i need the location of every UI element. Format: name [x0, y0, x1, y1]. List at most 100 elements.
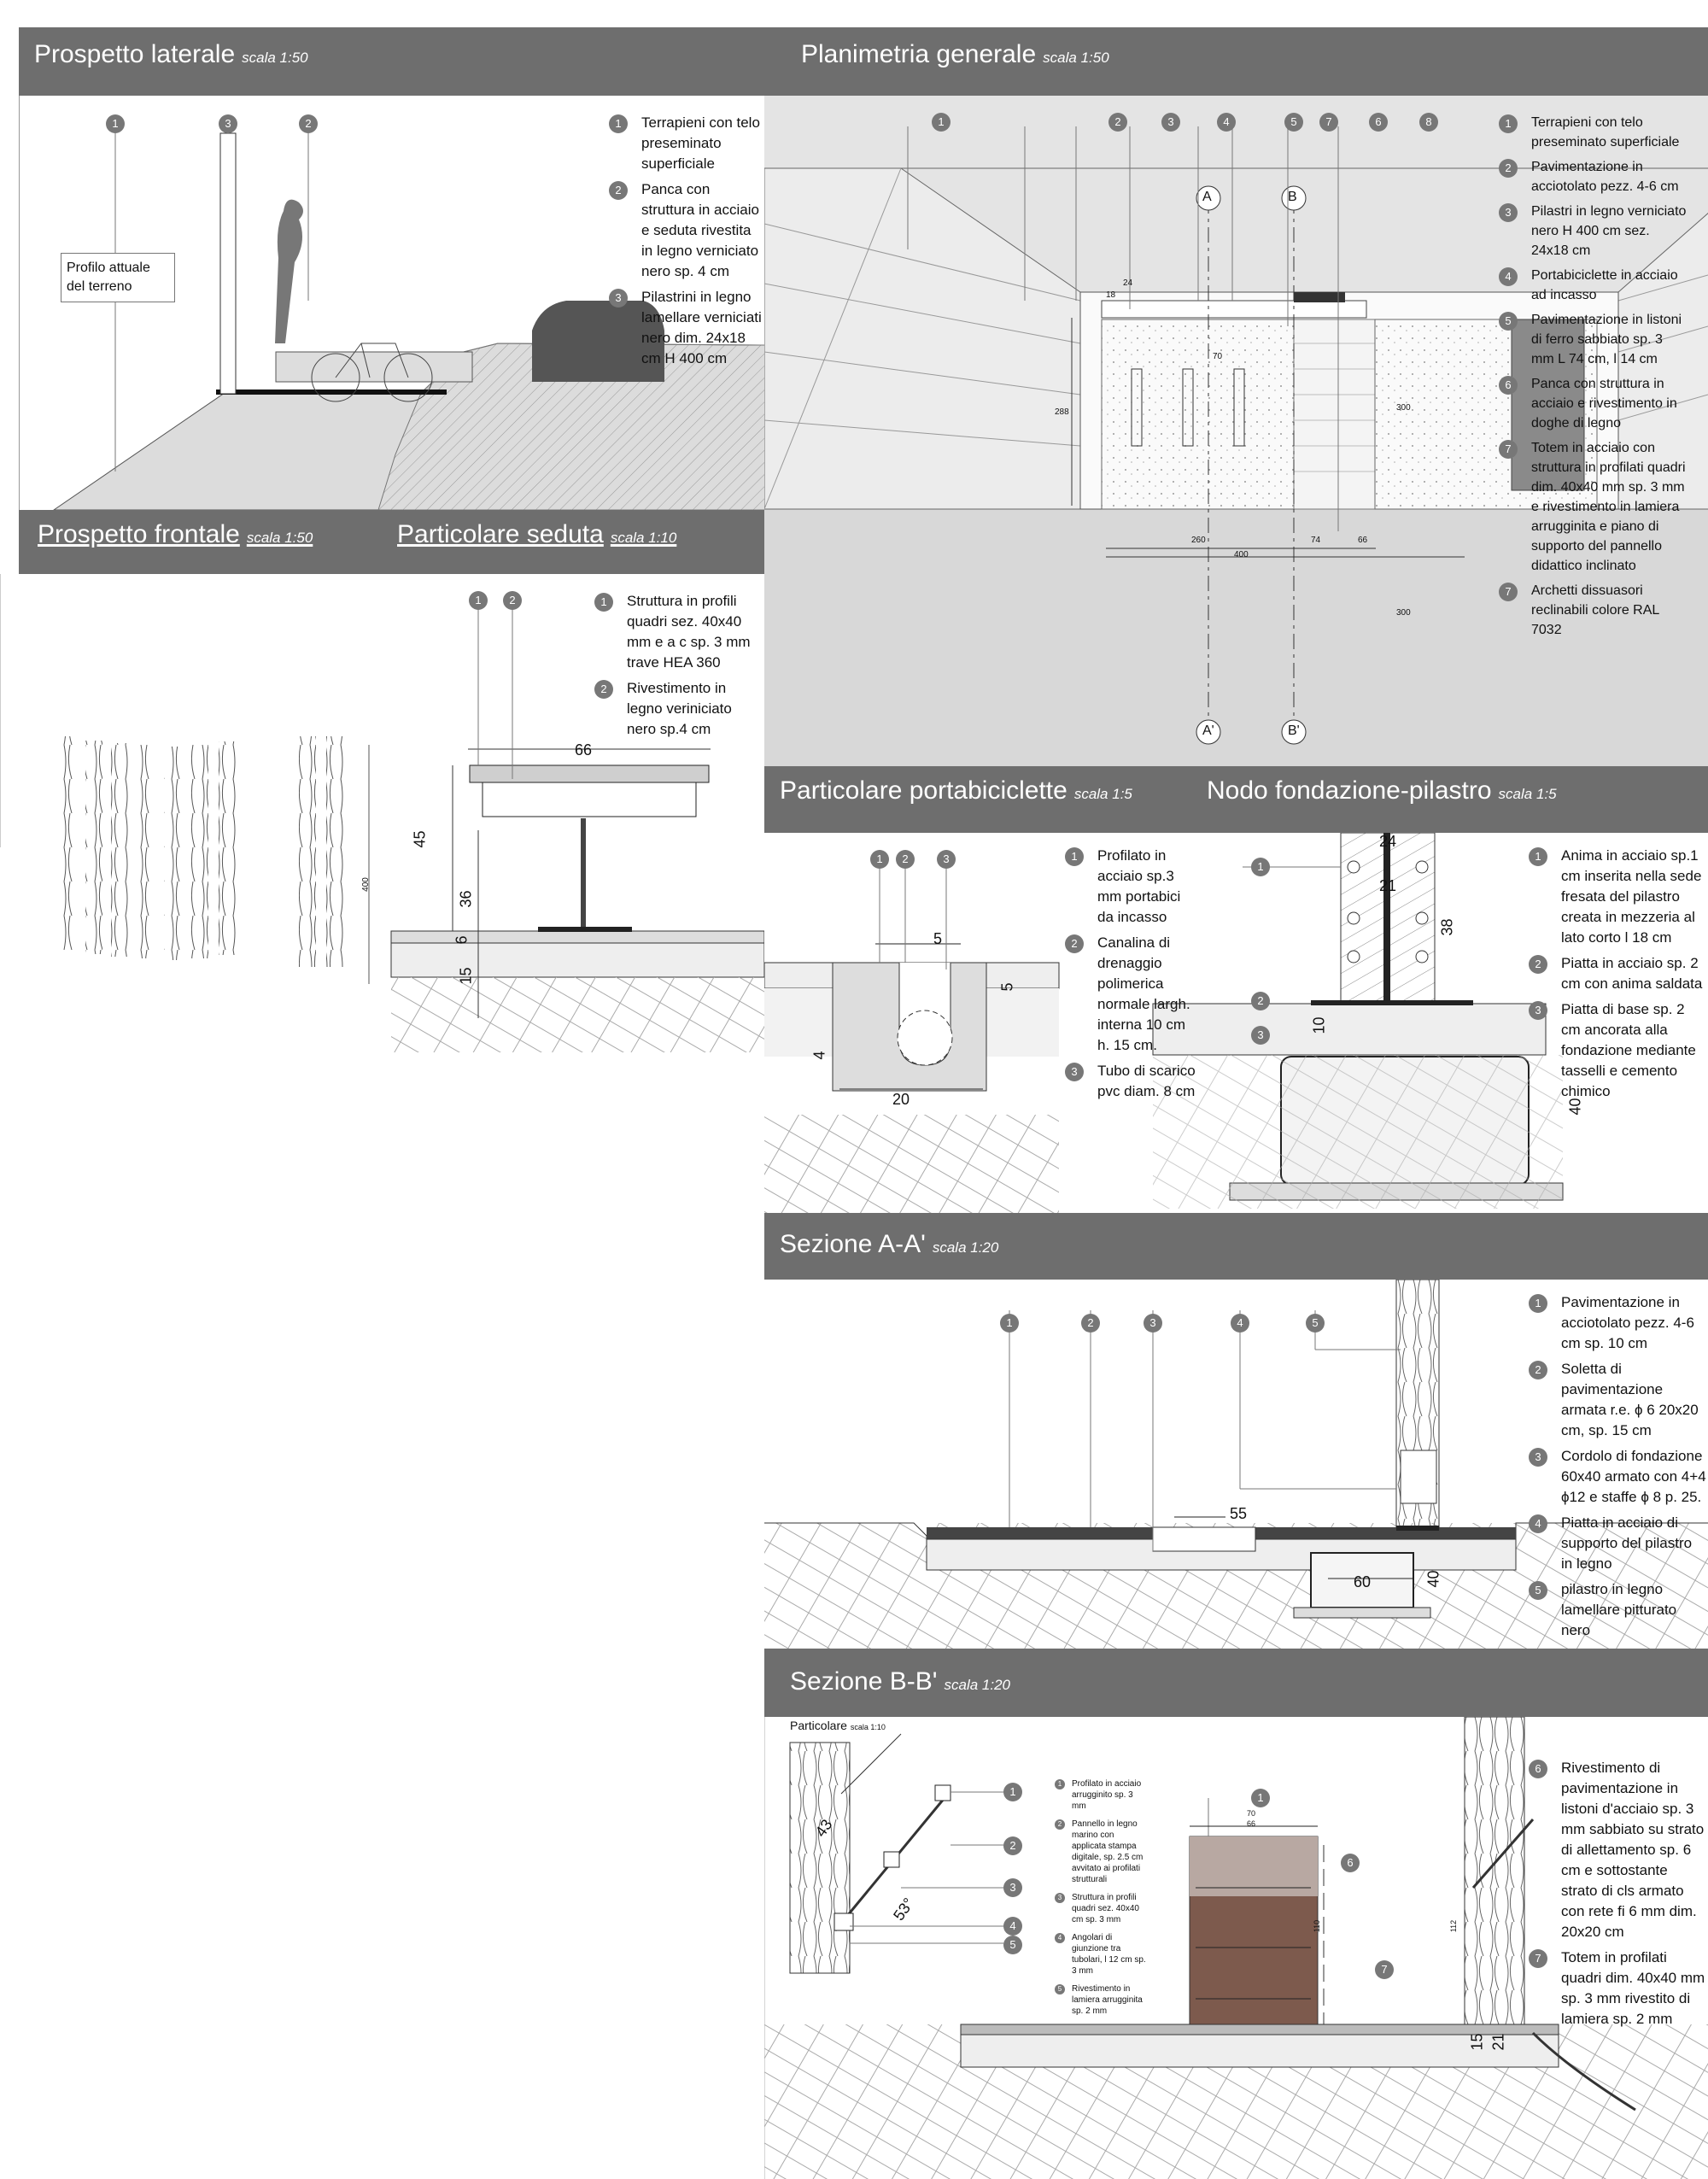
section-mark-b: B	[1288, 190, 1297, 204]
title-sezione-bb: Sezione B-B'scala 1:20	[790, 1667, 1010, 1696]
dim-plan-300: 300	[1396, 403, 1411, 413]
dim-seduta-66: 66	[575, 741, 593, 759]
dim-plan-400: 400	[1234, 550, 1249, 559]
title-sezione-aa: Sezione A-A'scala 1:20	[780, 1230, 999, 1258]
drawing-portabici-nodo	[764, 833, 1564, 1213]
dim-aa-55: 55	[1230, 1505, 1248, 1522]
callout-pbb-4: 4	[1003, 1917, 1022, 1936]
callout-plan-1: 1	[932, 113, 951, 132]
drawing-prospetto-laterale	[53, 126, 765, 510]
dim-pb-5b: 5	[998, 982, 1016, 992]
dim-plan-18: 18	[1106, 290, 1116, 300]
dim-pb-5a: 5	[933, 930, 943, 947]
dim-aa-40: 40	[1424, 1570, 1442, 1588]
callout-pb-3: 3	[937, 850, 956, 869]
callout-nodo-1: 1	[1251, 858, 1270, 876]
section-mark-b1: B'	[1288, 723, 1300, 738]
header-band-sezione-bb: Sezione B-B'scala 1:20	[764, 1649, 1708, 1717]
callout-aa-1: 1	[1000, 1314, 1019, 1333]
dim-bb-70: 70	[1247, 1809, 1256, 1818]
callout-pbb-1: 1	[1003, 1783, 1022, 1801]
dim-plan-260: 260	[1191, 536, 1206, 545]
callout-aa-3: 3	[1144, 1314, 1162, 1333]
callout-nodo-3: 3	[1251, 1026, 1270, 1045]
dim-pb-20: 20	[892, 1091, 910, 1108]
callout-pb-1: 1	[870, 850, 889, 869]
dim-plan-66: 66	[1358, 536, 1368, 545]
panel-planimetria: 1 2 3 4 5 7 6 8 A B A' B' 24 18 70 288 3…	[764, 96, 1708, 766]
callout-plan-2: 2	[1108, 113, 1127, 132]
dim-aa-60: 60	[1354, 1573, 1372, 1590]
panel-sezione-bb: Particolare scala 1:10 43 53° 70 66 110 …	[764, 1717, 1708, 2179]
dim-nodo-10: 10	[1310, 1016, 1328, 1034]
dim-seduta-36: 36	[457, 890, 475, 908]
header-band-sezione-aa: Sezione A-A'scala 1:20	[764, 1213, 1708, 1280]
dim-bb-66: 66	[1247, 1819, 1256, 1828]
dim-bb-15: 15	[1468, 2033, 1486, 2051]
label-profilo-terreno: Profilo attuale del terreno	[61, 253, 175, 302]
callout-plan-6: 6	[1369, 113, 1388, 132]
callout-aa-5: 5	[1306, 1314, 1325, 1333]
callout-bb-7: 7	[1375, 1960, 1394, 1979]
callout-plan-3: 3	[1161, 113, 1180, 132]
callout-plan-4: 4	[1217, 113, 1236, 132]
callout-seduta-1: 1	[469, 591, 488, 610]
callout-plan-5: 5	[1284, 113, 1303, 132]
dim-nodo-21: 21	[1379, 877, 1397, 894]
dim-seduta-45: 45	[411, 830, 429, 848]
callout-laterale-2: 2	[299, 114, 318, 133]
callout-pb-2: 2	[896, 850, 915, 869]
callout-aa-4: 4	[1231, 1314, 1249, 1333]
dim-nodo-24: 24	[1379, 833, 1397, 850]
dim-seduta-6: 6	[453, 935, 471, 945]
dim-frontale-400: 400	[360, 877, 371, 892]
callout-nodo-2: 2	[1251, 992, 1270, 1010]
callout-plan-7: 7	[1319, 113, 1338, 132]
drawing-frontale-seduta	[0, 574, 764, 1052]
callout-pbb-3: 3	[1003, 1878, 1022, 1897]
callout-plan-8: 8	[1419, 113, 1438, 132]
callout-aa-2: 2	[1081, 1314, 1100, 1333]
label-particolare-bb: Particolare scala 1:10	[790, 1719, 886, 1732]
